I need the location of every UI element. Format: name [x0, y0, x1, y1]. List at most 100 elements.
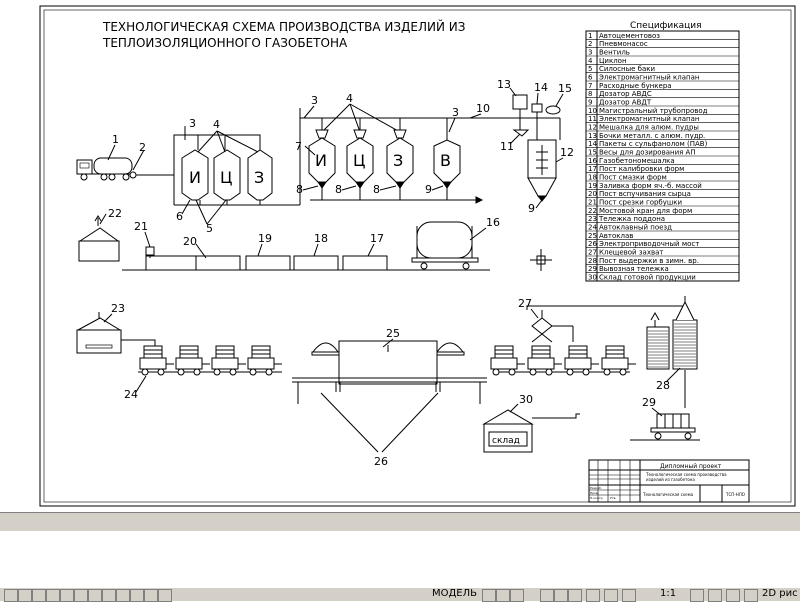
model-space-label[interactable]: МОДЕЛЬ [432, 588, 478, 599]
label-28: 28 [656, 379, 670, 392]
label-3: 3 [311, 94, 318, 107]
spec-row-number: 2 [588, 40, 592, 48]
spec-row-text: Бочки металл. с алюм. пудр. [599, 132, 705, 140]
label-3: 3 [452, 106, 459, 119]
spec-row-text: Дозатор АВДС [599, 90, 652, 98]
spec-row-number: 4 [588, 57, 593, 65]
aluminum-mixer [512, 94, 561, 202]
silo-group-2: И Ц З В [308, 129, 461, 189]
pan-icon[interactable] [510, 589, 524, 602]
drawing-inner-frame [43, 9, 792, 503]
autoscale-icon[interactable] [622, 589, 636, 602]
spec-row-text: Клещевой захват [599, 249, 663, 257]
label-30: 30 [519, 393, 533, 406]
label-4: 4 [346, 92, 353, 105]
viewport-icon[interactable] [482, 589, 496, 602]
layout-tabs-strip [0, 512, 800, 532]
label-13: 13 [497, 78, 511, 91]
label-25: 25 [386, 327, 400, 340]
trolley [247, 345, 282, 376]
label-10: 10 [476, 102, 490, 115]
spec-row-number: 5 [588, 65, 592, 73]
zoom-icon[interactable] [540, 589, 554, 602]
spec-row-number: 14 [588, 140, 597, 148]
label-18: 18 [314, 232, 328, 245]
spec-row-text: Тележка поддона [598, 215, 665, 223]
title-block: Дипломный проект Технологическая схема п… [588, 459, 750, 503]
label-8: 8 [335, 183, 342, 196]
label-23: 23 [111, 302, 125, 315]
spec-row-number: 18 [588, 174, 597, 182]
cement-truck [76, 157, 134, 181]
lock-icon[interactable] [708, 589, 722, 602]
spec-row-text: Пост вспучивания сырца [599, 190, 691, 198]
stamp-desc2: изделий из газобетона [646, 477, 695, 482]
spec-row-number: 28 [588, 257, 597, 265]
silo-label: З [254, 168, 264, 187]
label-8: 8 [373, 183, 380, 196]
label-9: 9 [528, 202, 535, 215]
spec-row-text: Электроприводочный мост [599, 240, 699, 248]
spec-row-text: Пост калибровки форм [599, 165, 684, 173]
spec-row-number: 1 [588, 32, 592, 40]
trolley [211, 345, 246, 376]
spec-row-number: 21 [588, 199, 597, 207]
steering-icon[interactable] [554, 589, 568, 602]
stamp-sheet-title: Технологическая схема [642, 492, 694, 497]
spec-row-number: 25 [588, 232, 597, 240]
showmotion-icon[interactable] [568, 589, 582, 602]
grid-icon[interactable] [18, 589, 32, 602]
lineweight-icon[interactable] [116, 589, 130, 602]
status-bar: МОДЕЛЬ 1:1 2D рис [0, 587, 800, 602]
autoclave-train-24 [139, 345, 282, 376]
snap-icon[interactable] [4, 589, 18, 602]
selection-icon[interactable] [158, 589, 172, 602]
command-line-area[interactable] [0, 531, 800, 587]
otrack-icon[interactable] [74, 589, 88, 602]
label-16: 16 [486, 216, 500, 229]
trolley [601, 345, 636, 376]
settings-gear-icon[interactable] [744, 589, 758, 602]
stamp-row: Пров. [590, 491, 599, 495]
ortho-icon[interactable] [32, 589, 46, 602]
spec-row-number: 20 [588, 190, 597, 198]
stamp-project: Дипломный проект [660, 463, 722, 470]
drawing-canvas[interactable]: ТЕХНОЛОГИЧЕСКАЯ СХЕМА ПРОИЗВОДСТВА ИЗДЕЛ… [0, 0, 800, 512]
spec-row-text: Весы для дозирования АП [599, 149, 696, 157]
transparency-icon[interactable] [130, 589, 144, 602]
annotation-visibility-icon[interactable] [604, 589, 618, 602]
workspace-label[interactable]: 2D рис [762, 588, 798, 599]
warehouse-label: склад [492, 436, 520, 446]
spec-row-number: 26 [588, 240, 597, 248]
label-21: 21 [134, 220, 148, 233]
ducs-icon[interactable] [88, 589, 102, 602]
annotation-icon[interactable] [586, 589, 600, 602]
annotation-scale[interactable]: 1:1 [660, 588, 677, 599]
label-1: 1 [112, 133, 119, 146]
spec-row-text: Циклон [599, 57, 627, 65]
pneumatic-pump [129, 171, 174, 179]
spec-row-number: 9 [588, 99, 592, 107]
polar-icon[interactable] [46, 589, 60, 602]
spec-row-number: 12 [588, 124, 597, 132]
spec-row-text: Вывозная тележка [599, 265, 669, 273]
label-5: 5 [206, 222, 213, 235]
drawing-frame [39, 5, 796, 507]
trolley [139, 345, 174, 376]
isolate-icon[interactable] [726, 589, 740, 602]
workspace-icon[interactable] [690, 589, 704, 602]
label-17: 17 [370, 232, 384, 245]
gas-concrete-mixer [411, 221, 479, 270]
spec-row-text: Силосные баки [599, 65, 655, 73]
layout-icon[interactable] [496, 589, 510, 602]
stamp-row: Утв. [610, 496, 616, 500]
add-icon[interactable] [144, 589, 158, 602]
trolley [527, 345, 562, 376]
label-24: 24 [124, 388, 138, 401]
dyn-icon[interactable] [102, 589, 116, 602]
spec-row-number: 24 [588, 224, 597, 232]
trolley [564, 345, 599, 376]
osnap-icon[interactable] [60, 589, 74, 602]
warehouse-30: склад [482, 409, 580, 453]
